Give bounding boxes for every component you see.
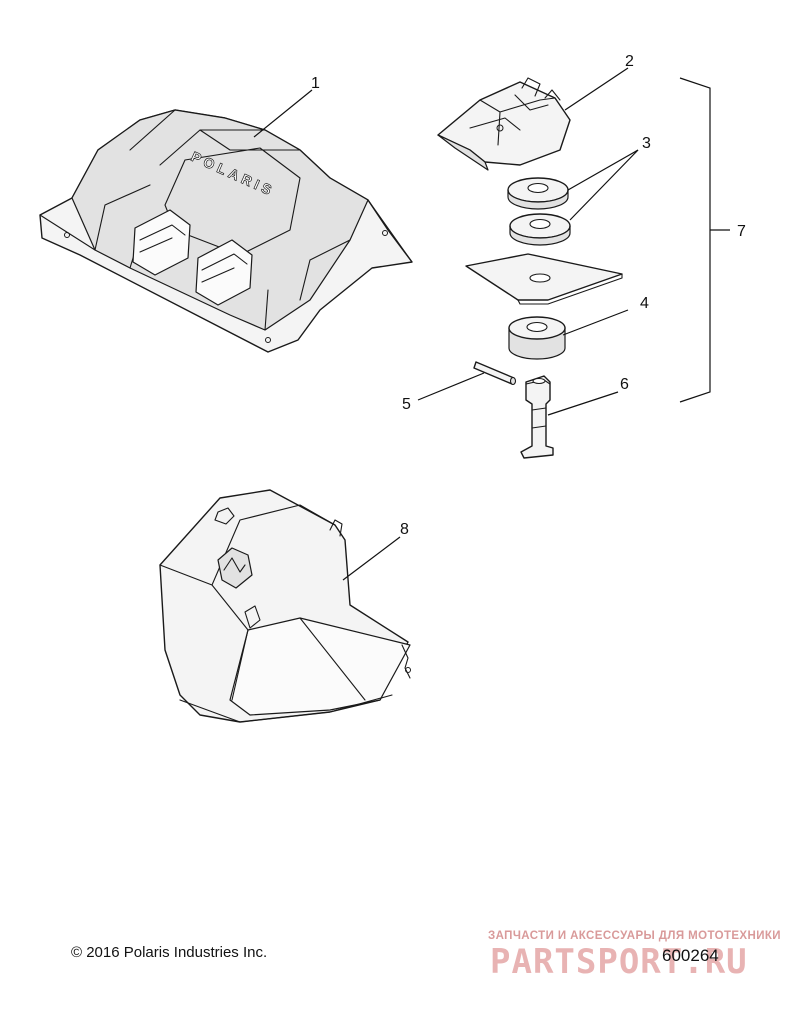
- callout-6: 6: [620, 376, 629, 393]
- watermark-caption: ЗАПЧАСТИ И АКСЕССУАРЫ ДЛЯ МОТОТЕХНИКИ: [488, 930, 781, 942]
- mounting-plate: [465, 253, 623, 305]
- figure-number: 600264: [662, 946, 719, 965]
- callout-7: 7: [737, 223, 746, 240]
- watermark-logo: PARTSPORT.RU: [490, 942, 748, 982]
- kit-bracket: [679, 77, 711, 403]
- part-8-bag: [159, 489, 411, 723]
- part-3-washers: [507, 177, 571, 246]
- callout-labels: 1 2 3 4 5 6 7 8: [311, 53, 746, 538]
- part-1-cover: POLARIS: [39, 109, 413, 353]
- callout-5: 5: [402, 396, 411, 413]
- copyright-notice: © 2016 Polaris Industries Inc.: [71, 944, 268, 961]
- callout-2: 2: [625, 53, 634, 70]
- callout-1: 1: [311, 75, 320, 92]
- callout-4: 4: [640, 295, 649, 312]
- part-6-post: [520, 375, 554, 459]
- part-2-bracket: [437, 77, 571, 171]
- part-5-pin: [473, 361, 517, 386]
- callout-3: 3: [642, 135, 651, 152]
- part-4-spacer: [508, 316, 566, 360]
- leader-lines: [253, 67, 730, 581]
- callout-8: 8: [400, 521, 409, 538]
